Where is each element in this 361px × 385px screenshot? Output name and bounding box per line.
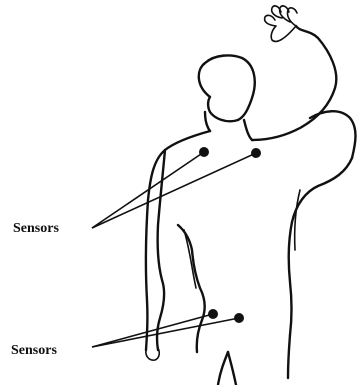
neck-outline <box>205 112 210 131</box>
lower-leader-line-2 <box>92 318 239 347</box>
sensor-dot-upper-right <box>251 148 261 158</box>
sensor-dot-lower-right <box>234 313 244 323</box>
leg-outline <box>228 352 236 385</box>
sensor-dot-upper-left <box>199 147 209 157</box>
sensor-dot-lower-left <box>208 309 218 319</box>
lower-leader-line-1 <box>92 314 213 347</box>
neck-outline-right <box>244 120 252 140</box>
upper-leader-line-2 <box>92 153 256 228</box>
hip-outline <box>288 335 290 378</box>
raised-hand-outline <box>265 6 297 42</box>
torso-left-outline <box>178 225 205 352</box>
right-arm-lower-outline <box>310 111 356 158</box>
torso-left-inner-outline <box>184 230 196 288</box>
sensors-label-lower: Sensors <box>11 344 57 358</box>
torso-right-inner-outline <box>295 190 300 250</box>
head-outline <box>199 55 255 121</box>
leg-outline-2 <box>218 352 228 385</box>
torso-right-outline <box>289 158 352 335</box>
sensors-label-upper: Sensors <box>13 222 59 236</box>
right-shoulder-outline <box>252 26 336 140</box>
